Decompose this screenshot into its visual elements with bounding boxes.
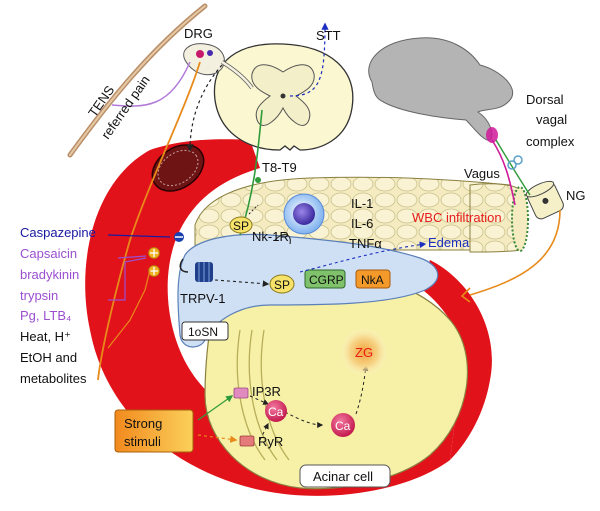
cgrp-box (304, 269, 346, 289)
nk1r-receptor (274, 233, 291, 245)
label-strong: Strong (124, 416, 162, 431)
strong-stimuli-box (114, 409, 194, 453)
label-etoh: EtOH and (20, 350, 77, 365)
label-heat: Heat, H⁺ (20, 329, 71, 344)
label-nk1r: Nk-1R (252, 229, 289, 244)
label-ip3r: IP3R (252, 384, 281, 399)
label-ryr: RyR (258, 434, 283, 449)
trpv1-to-sp-arrow (214, 279, 270, 287)
duct-cut-end (151, 144, 205, 192)
trpv1-channel (195, 262, 213, 282)
label-t8t9: T8-T9 (262, 160, 297, 175)
drg-ganglion (183, 43, 254, 90)
label-zg: ZG (355, 345, 373, 360)
sp-to-edema-arrow (299, 241, 427, 273)
stimuli-to-ip3r-arrow (197, 395, 234, 421)
label-osn: 1oSN (188, 325, 218, 339)
label-trypsin: trypsin (20, 288, 58, 303)
label-ng: NG (566, 188, 586, 203)
sp-vesicle-top (229, 216, 253, 234)
label-stimuli: stimuli (124, 434, 161, 449)
label-metabolites: metabolites (20, 371, 87, 386)
label-drg: DRG (184, 26, 213, 41)
calcium-ion-1 (265, 400, 287, 422)
label-trpv1: TRPV-1 (180, 291, 226, 306)
label-caspazepine: Caspazepine (20, 225, 96, 240)
wbc-cell (283, 193, 325, 235)
label-wbc-infiltration: WBC infiltration (412, 210, 502, 225)
vagal-afferent (469, 209, 561, 296)
nka-box (355, 269, 391, 289)
label-ca-2: Ca (335, 419, 351, 433)
calcium-ion-2 (331, 413, 355, 437)
referred-pain-path (111, 61, 191, 107)
acinar-label-box (299, 464, 391, 488)
afferent-orange-drg (97, 61, 201, 381)
label-pg-ltb4: Pg, LTB₄ (20, 308, 71, 323)
label-tnf: TNFα (349, 236, 382, 251)
vagus-fiber (491, 139, 516, 206)
label-vagal: vagal (536, 112, 567, 127)
label-edema: Edema (428, 235, 470, 250)
label-stt: STT (316, 28, 341, 43)
spinal-cord (213, 43, 354, 151)
label-dorsal: Dorsal (526, 92, 564, 107)
label-vagus: Vagus (464, 166, 500, 181)
ng-ganglion (525, 180, 564, 220)
label-il6: IL-6 (351, 216, 373, 231)
stt-ascending (289, 22, 329, 97)
sp-vesicle-mid (269, 274, 295, 294)
vagal-complex-spot (486, 127, 498, 143)
label-cgrp: CGRP (309, 273, 344, 287)
label-nka: NkA (361, 273, 384, 287)
zymogen-granule (340, 328, 388, 376)
label-bradykinin: bradykinin (20, 267, 79, 282)
label-capsaicin: Capsaicin (20, 246, 77, 261)
osn-box (181, 321, 229, 341)
label-sp-mid: SP (274, 278, 290, 292)
label-ca-1: Ca (268, 405, 284, 419)
ryr-receptor (239, 435, 255, 447)
stimuli-to-ryr-arrow (197, 434, 238, 443)
nerve-duct-tube (469, 183, 523, 253)
ip3r-receptor (233, 387, 249, 399)
label-il1: IL-1 (351, 196, 373, 211)
label-sp-top: SP (233, 219, 249, 233)
pancreas-red-band (85, 139, 455, 496)
pancreas-red-band-right (420, 260, 492, 460)
brainstem (368, 37, 513, 141)
label-acinar-cell: Acinar cell (313, 469, 373, 484)
label-complex: complex (526, 134, 575, 149)
primary-sensory-neuron (177, 233, 439, 348)
